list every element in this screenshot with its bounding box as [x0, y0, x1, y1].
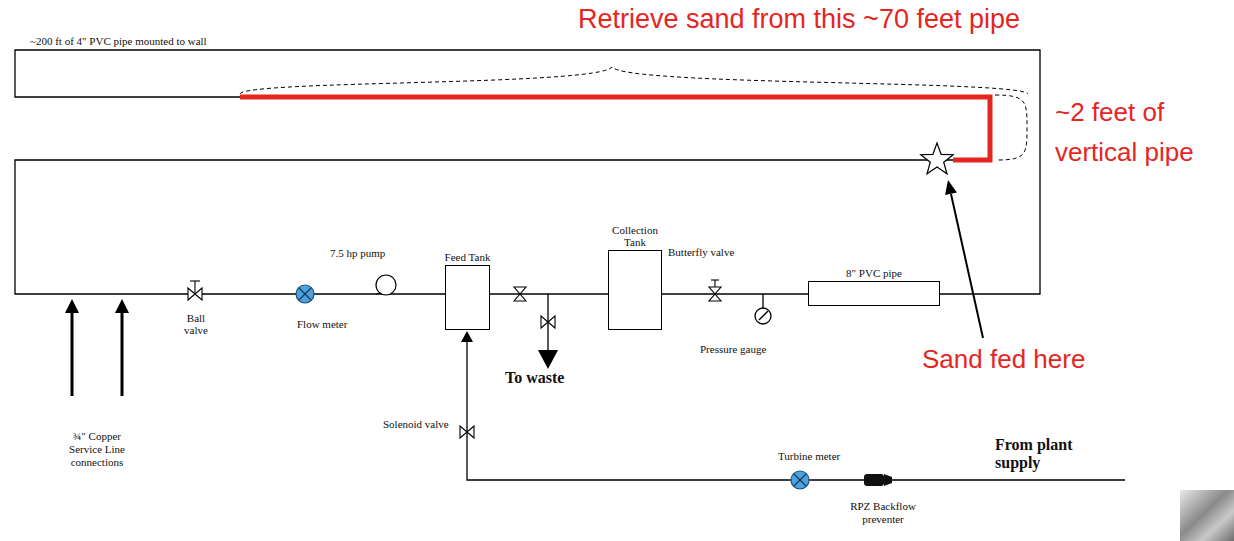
supply-line [467, 340, 1125, 480]
component-label: ¾" Copper Service Line connections [62, 430, 132, 469]
service-arrow [71, 310, 74, 396]
valve-stem [194, 281, 195, 294]
pressure-gauge-needle [759, 311, 768, 320]
gauge-stem [762, 294, 763, 308]
tank-heading: 8" PVC pipe [829, 267, 919, 279]
service-arrowhead [65, 299, 79, 313]
backflow-preventer-symbol [884, 474, 892, 486]
component-label: Flow meter [297, 318, 347, 331]
component-label: Solenoid valve [383, 418, 449, 431]
pipe-note: ~200 ft of 4" PVC pipe mounted to wall [30, 35, 207, 48]
pvc-pipe-section: 8" PVC pipe [808, 281, 940, 306]
flow-meter-symbol [296, 285, 314, 303]
component-label: 7.5 hp pump [330, 247, 385, 260]
component-label: Ball valve [176, 312, 216, 336]
highlight-pipe [240, 97, 990, 160]
flow-label: From plant supply [995, 436, 1115, 472]
pump-symbol [376, 275, 396, 295]
waste-arrowhead [538, 350, 558, 369]
pipe-run [15, 50, 1040, 294]
photo-thumbnail [1180, 490, 1234, 541]
supply-arrowhead [461, 331, 473, 342]
flow-label: To waste [505, 368, 564, 387]
service-arrow [121, 310, 124, 396]
pipe-connector [662, 293, 808, 294]
valve-stem [714, 280, 715, 287]
dashed-brace [995, 95, 1027, 160]
annotation: Sand fed here [922, 343, 1085, 375]
component-label: RPZ Backflow preventer [838, 500, 928, 526]
backflow-preventer-symbol [864, 474, 884, 486]
component-label: Pressure gauge [700, 343, 766, 356]
feed-star [921, 143, 953, 174]
tank-heading: Collection Tank [606, 224, 664, 248]
pointer-arrowhead [945, 180, 957, 195]
pipe-run [15, 160, 990, 294]
tank-heading: Feed Tank [438, 251, 498, 263]
annotation: ~2 feet of vertical pipe [1055, 92, 1230, 172]
collection-tank: Collection Tank [608, 250, 662, 330]
pressure-gauge-symbol [755, 308, 771, 324]
valve-stem [190, 280, 200, 281]
component-label: Turbine meter [778, 450, 840, 463]
turbine-meter-symbol [791, 471, 809, 489]
pump-symbol [376, 293, 380, 294]
turbine-meter-cross [794, 474, 806, 486]
feed-tank: Feed Tank [445, 265, 490, 330]
pointer-arrow [951, 194, 983, 338]
pipe-connector [490, 293, 608, 294]
valve-stem [711, 279, 719, 280]
dashed-brace [240, 67, 1028, 94]
annotation: Retrieve sand from this ~70 feet pipe [578, 3, 1020, 35]
component-label: Butterfly valve [668, 246, 734, 259]
solenoid-valve-symbol [460, 426, 474, 438]
valve-symbol [541, 316, 555, 328]
service-arrowhead [115, 299, 129, 313]
flow-meter-cross [299, 288, 311, 300]
